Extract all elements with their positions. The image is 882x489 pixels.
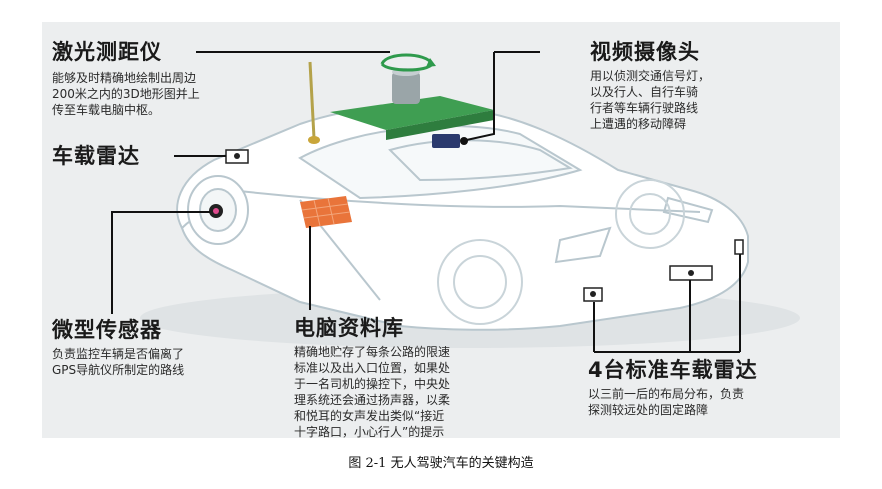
callout-sensor: 微型传感器 负责监控车辆是否偏离了 GPS导航仪所制定的路线 (52, 318, 282, 378)
callout-sensor-desc: 负责监控车辆是否偏离了 GPS导航仪所制定的路线 (52, 347, 185, 377)
roof-radar-dot (234, 153, 240, 159)
callout-camera: 视频摄像头 用以侦测交通信号灯， 以及行人、自行车骑 行者等车辆行驶路线 上遭遇… (590, 40, 790, 132)
pointer-lines (111, 51, 741, 353)
pointer-sensor (111, 211, 210, 314)
callout-computer: 电脑资料库 精确地贮存了每条公路的限速 标准以及出入口位置，如果处 于一名司机的… (294, 316, 534, 440)
callout-computer-desc: 精确地贮存了每条公路的限速 标准以及出入口位置，如果处 于一名司机的操控下，中央… (294, 345, 451, 439)
callout-radar: 车载雷达 (52, 144, 182, 168)
car-illustration (176, 104, 749, 331)
callout-camera-title: 视频摄像头 (590, 40, 700, 64)
front-wheel (437, 179, 685, 325)
callout-radar4: 4台标准车载雷达 以三前一后的布局分布，负责 探测较远处的固定路障 (588, 358, 818, 418)
pointer-camera-drop (461, 52, 495, 142)
callout-laser-title: 激光测距仪 (52, 40, 162, 64)
callout-radar4-title: 4台标准车载雷达 (588, 358, 758, 382)
front-light (662, 196, 714, 224)
callout-radar-title: 车载雷达 (52, 144, 140, 168)
callout-computer-title: 电脑资料库 (294, 316, 404, 340)
camera-unit (432, 134, 460, 148)
roof-rack (330, 96, 494, 130)
antenna (308, 61, 316, 139)
front-radar-right (734, 239, 744, 255)
front-radar-left-dot (590, 291, 596, 297)
callout-laser-desc: 能够及时精确地绘制出周边 200米之内的3D地形图并上 传至车载电脑中枢。 (52, 71, 200, 117)
side-light (554, 226, 612, 264)
computer-box (300, 196, 352, 228)
callout-sensor-title: 微型传感器 (52, 318, 162, 342)
roof-rack-side (386, 110, 494, 140)
figure-caption: 图 2-1 无人驾驶汽车的关键构造 (348, 456, 534, 471)
body-crease (229, 189, 701, 213)
laser-unit (392, 72, 420, 104)
antenna-base (308, 136, 320, 144)
front-radar-center-dot (688, 270, 694, 276)
wheel-sensor-core (213, 208, 219, 214)
callout-radar4-desc: 以三前一后的布局分布，负责 探测较远处的固定路障 (588, 387, 745, 417)
rotation-arrow (426, 58, 436, 67)
callout-camera-desc: 用以侦测交通信号灯， 以及行人、自行车骑 行者等车辆行驶路线 上遭遇的移动障碍 (590, 69, 711, 131)
callout-laser: 激光测距仪 能够及时精确地绘制出周边 200米之内的3D地形图并上 传至车载电脑… (52, 40, 272, 118)
